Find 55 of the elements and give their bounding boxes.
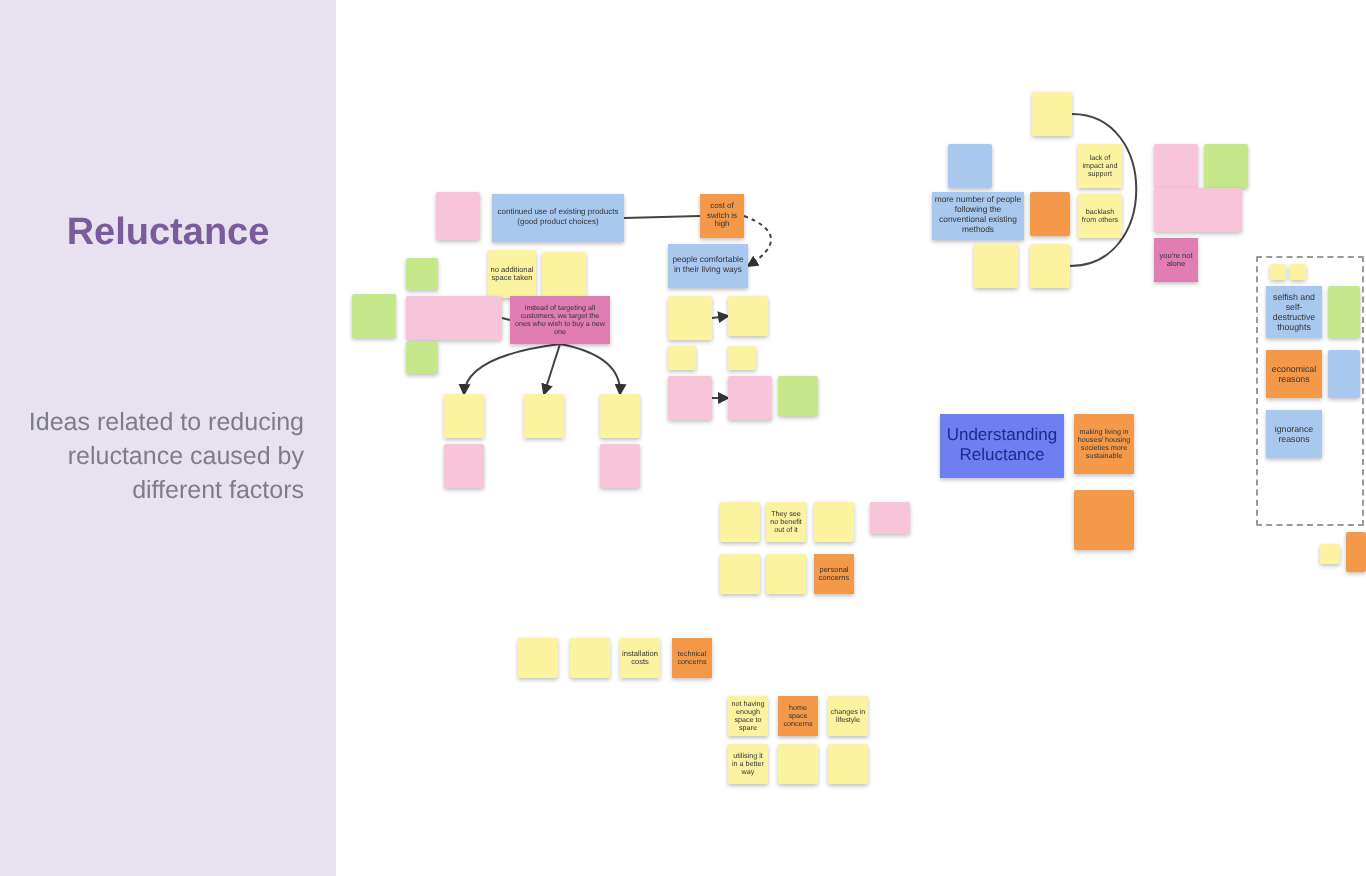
sticky-note [524, 394, 564, 438]
sticky-note [948, 144, 992, 188]
sticky-note [1030, 244, 1070, 288]
connector [541, 343, 561, 396]
sticky-note [352, 294, 396, 338]
connector [711, 392, 730, 404]
sticky-note [720, 502, 760, 542]
sticky-note [1030, 192, 1070, 236]
sticky-note [406, 296, 502, 340]
sticky-note [436, 192, 480, 240]
sticky-note [814, 502, 854, 542]
sticky-note [1328, 350, 1360, 398]
connector [501, 317, 511, 321]
sticky-note [1290, 264, 1306, 280]
dashed-group-frame [1256, 256, 1364, 526]
panel-description: Ideas related to reducing reluctance caused by different factors [28, 406, 304, 508]
sticky-note [728, 376, 772, 420]
sticky-note [1346, 532, 1366, 572]
sticky-note [542, 252, 586, 296]
sticky-note [1204, 144, 1248, 188]
sticky-note [778, 744, 818, 784]
connector [459, 343, 561, 396]
connector [623, 215, 701, 219]
sticky-note [518, 638, 558, 678]
sticky-note [1320, 544, 1340, 564]
sticky-note [974, 244, 1018, 288]
sticky-note [728, 296, 768, 336]
sticky-note [728, 346, 756, 370]
sticky-note [1328, 286, 1360, 338]
sticky-note [1074, 490, 1134, 550]
sticky-note [668, 346, 696, 370]
sticky-note [778, 376, 818, 416]
sticky-note [1270, 264, 1286, 280]
sticky-note [1032, 92, 1072, 136]
sticky-note [870, 502, 910, 534]
sticky-note [720, 554, 760, 594]
sticky-note [600, 394, 640, 438]
sticky-note [570, 638, 610, 678]
sticky-note [828, 744, 868, 784]
connector [743, 215, 772, 268]
connector [1069, 113, 1138, 267]
connector [559, 343, 626, 396]
sticky-note [1154, 188, 1242, 232]
sticky-note [600, 444, 640, 488]
sticky-note [668, 376, 712, 420]
sticky-note [766, 554, 806, 594]
connector [711, 311, 730, 324]
sticky-note [1154, 144, 1198, 188]
panel-title: Reluctance [64, 212, 272, 256]
heading-note: Understanding Reluctance [940, 414, 1064, 478]
sticky-note [444, 444, 484, 488]
sticky-note [444, 394, 484, 438]
sticky-note [406, 342, 438, 374]
sticky-note [668, 296, 712, 340]
sticky-note [406, 258, 438, 290]
